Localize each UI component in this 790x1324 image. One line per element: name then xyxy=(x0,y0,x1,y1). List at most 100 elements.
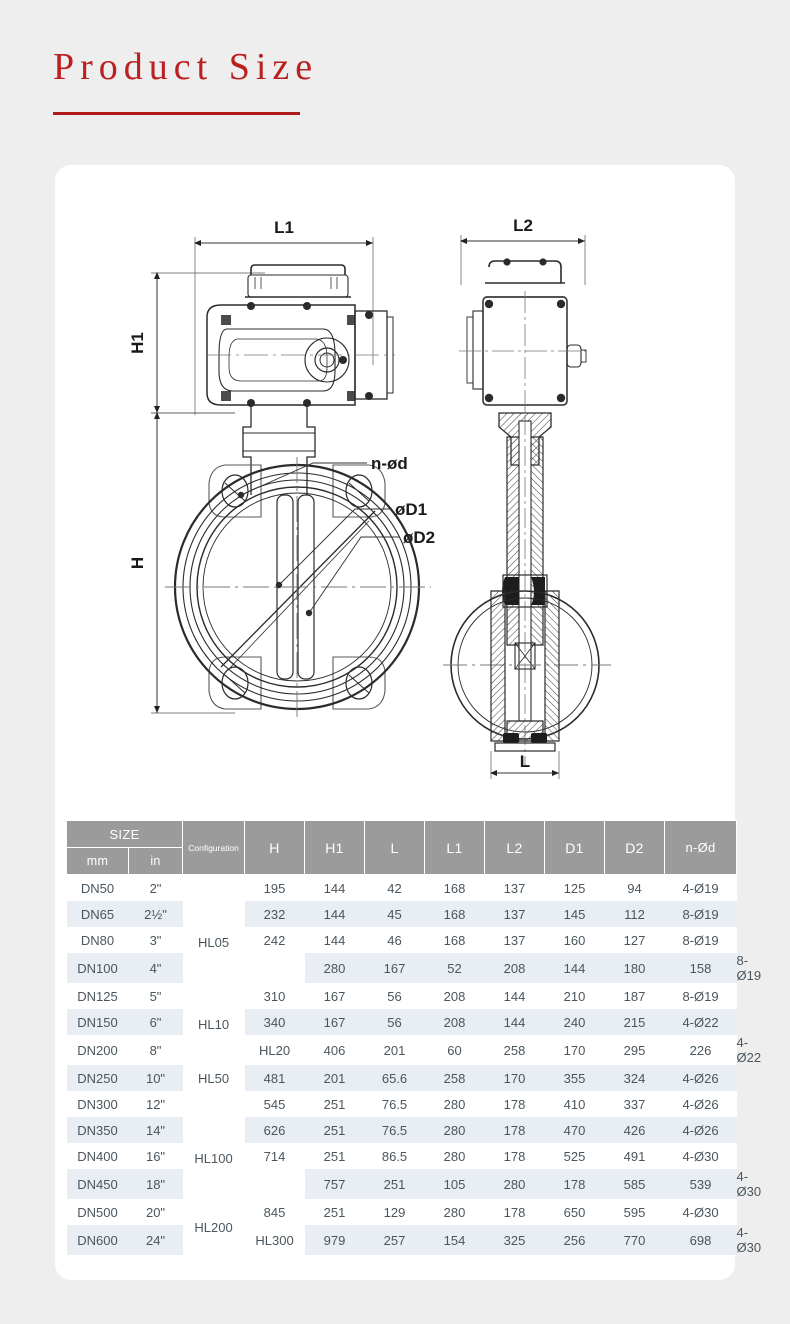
cell-configuration: HL50 xyxy=(182,1065,245,1091)
dim-label-l2: L2 xyxy=(513,216,533,235)
dim-h-line xyxy=(151,412,235,714)
cell-l2: 178 xyxy=(484,1199,545,1225)
cell-size-in: 3" xyxy=(128,927,183,953)
cell-l2: 178 xyxy=(544,1169,605,1199)
cell-h1: 167 xyxy=(304,983,365,1009)
cell-h: 979 xyxy=(304,1225,365,1255)
cell-size-mm: DN65 xyxy=(66,901,129,927)
specification-table-container: SIZE Configuration H H1 L L1 L2 D1 D2 n-… xyxy=(65,820,761,1255)
cell-l2: 137 xyxy=(484,874,545,901)
cell-size-in: 18" xyxy=(128,1169,183,1199)
cell-l: 46 xyxy=(364,927,425,953)
cell-d1: 355 xyxy=(544,1065,605,1091)
cell-l1: 280 xyxy=(424,1199,485,1225)
cell-d2: 539 xyxy=(664,1169,737,1199)
cell-size-mm: DN300 xyxy=(66,1091,129,1117)
dim-label-h: H xyxy=(128,557,147,569)
cell-configuration: HL20 xyxy=(244,1035,305,1065)
header-d2: D2 xyxy=(604,820,666,875)
cell-size-in: 2½" xyxy=(128,901,183,927)
cell-configuration: HL200 xyxy=(182,1199,245,1255)
header-size-in: in xyxy=(127,847,184,875)
cell-d2: 324 xyxy=(604,1065,665,1091)
cell-size-mm: DN600 xyxy=(66,1225,129,1255)
cell-l: 76.5 xyxy=(364,1117,425,1143)
cell-h1: 167 xyxy=(364,953,425,983)
cell-size-in: 20" xyxy=(128,1199,183,1225)
cell-l1: 280 xyxy=(424,1091,485,1117)
cell-size-mm: DN100 xyxy=(66,953,129,983)
cell-h: 757 xyxy=(304,1169,365,1199)
cell-l2: 170 xyxy=(544,1035,605,1065)
cell-l: 42 xyxy=(364,874,425,901)
dim-label-l1: L1 xyxy=(274,218,294,237)
header-h1: H1 xyxy=(304,820,366,875)
cell-l: 154 xyxy=(424,1225,485,1255)
cell-d2: 94 xyxy=(604,874,665,901)
cell-configuration xyxy=(182,1091,245,1117)
cell-nod: 4-Ø30 xyxy=(664,1143,737,1169)
cell-d2: 112 xyxy=(604,901,665,927)
header-h: H xyxy=(244,820,306,875)
cell-l1: 258 xyxy=(424,1065,485,1091)
dim-l1-line xyxy=(194,237,374,415)
cell-d1: 470 xyxy=(544,1117,605,1143)
cell-l1: 208 xyxy=(424,1009,485,1035)
cell-size-in: 14" xyxy=(128,1117,183,1143)
dim-label-h1: H1 xyxy=(128,332,147,354)
cell-d2: 491 xyxy=(604,1143,665,1169)
cell-h: 280 xyxy=(304,953,365,983)
cell-l: 56 xyxy=(364,983,425,1009)
cell-h1: 167 xyxy=(304,1009,365,1035)
cell-configuration: HL100 xyxy=(182,1117,245,1199)
product-technical-drawing: L1 L2 H1 H L n-ød øD1 øD2 xyxy=(55,165,735,805)
cell-d1: 410 xyxy=(544,1091,605,1117)
cell-size-mm: DN50 xyxy=(66,874,129,901)
cell-nod: 8-Ø19 xyxy=(664,927,737,953)
cell-h1: 201 xyxy=(304,1065,365,1091)
cell-size-in: 5" xyxy=(128,983,183,1009)
cell-l: 86.5 xyxy=(364,1143,425,1169)
cell-configuration: HL05 xyxy=(182,901,245,983)
cell-h: 195 xyxy=(244,874,305,901)
cell-l1: 168 xyxy=(424,874,485,901)
cell-nod: 4-Ø30 xyxy=(664,1199,737,1225)
cell-nod: 4-Ø26 xyxy=(664,1117,737,1143)
page-title-block: Product Size xyxy=(53,46,453,115)
dim-label-d1: øD1 xyxy=(395,500,427,519)
cell-configuration xyxy=(182,874,245,901)
cell-h1: 251 xyxy=(304,1199,365,1225)
cell-l1: 280 xyxy=(484,1169,545,1199)
cell-h1: 144 xyxy=(304,927,365,953)
dim-label-nod: n-ød xyxy=(371,454,408,473)
cell-d1: 145 xyxy=(544,901,605,927)
cell-d2: 698 xyxy=(664,1225,737,1255)
title-underline-rule xyxy=(53,111,300,115)
cell-h1: 201 xyxy=(364,1035,425,1065)
dim-label-l: L xyxy=(520,752,530,771)
cell-configuration: HL10 xyxy=(182,983,245,1065)
cell-l2: 137 xyxy=(484,927,545,953)
cell-size-mm: DN150 xyxy=(66,1009,129,1035)
cell-d2: 426 xyxy=(604,1117,665,1143)
cell-h1: 251 xyxy=(304,1091,365,1117)
cell-size-mm: DN80 xyxy=(66,927,129,953)
header-l1: L1 xyxy=(424,820,486,875)
cell-size-in: 24" xyxy=(128,1225,183,1255)
cell-h1: 251 xyxy=(364,1169,425,1199)
cell-h: 340 xyxy=(244,1009,305,1035)
cell-h: 714 xyxy=(244,1143,305,1169)
cell-d1: 125 xyxy=(544,874,605,901)
dim-l2-line xyxy=(460,235,586,285)
cell-h: 242 xyxy=(244,927,305,953)
cell-h: 481 xyxy=(244,1065,305,1091)
cell-l2: 144 xyxy=(484,983,545,1009)
cell-d2: 226 xyxy=(664,1035,737,1065)
